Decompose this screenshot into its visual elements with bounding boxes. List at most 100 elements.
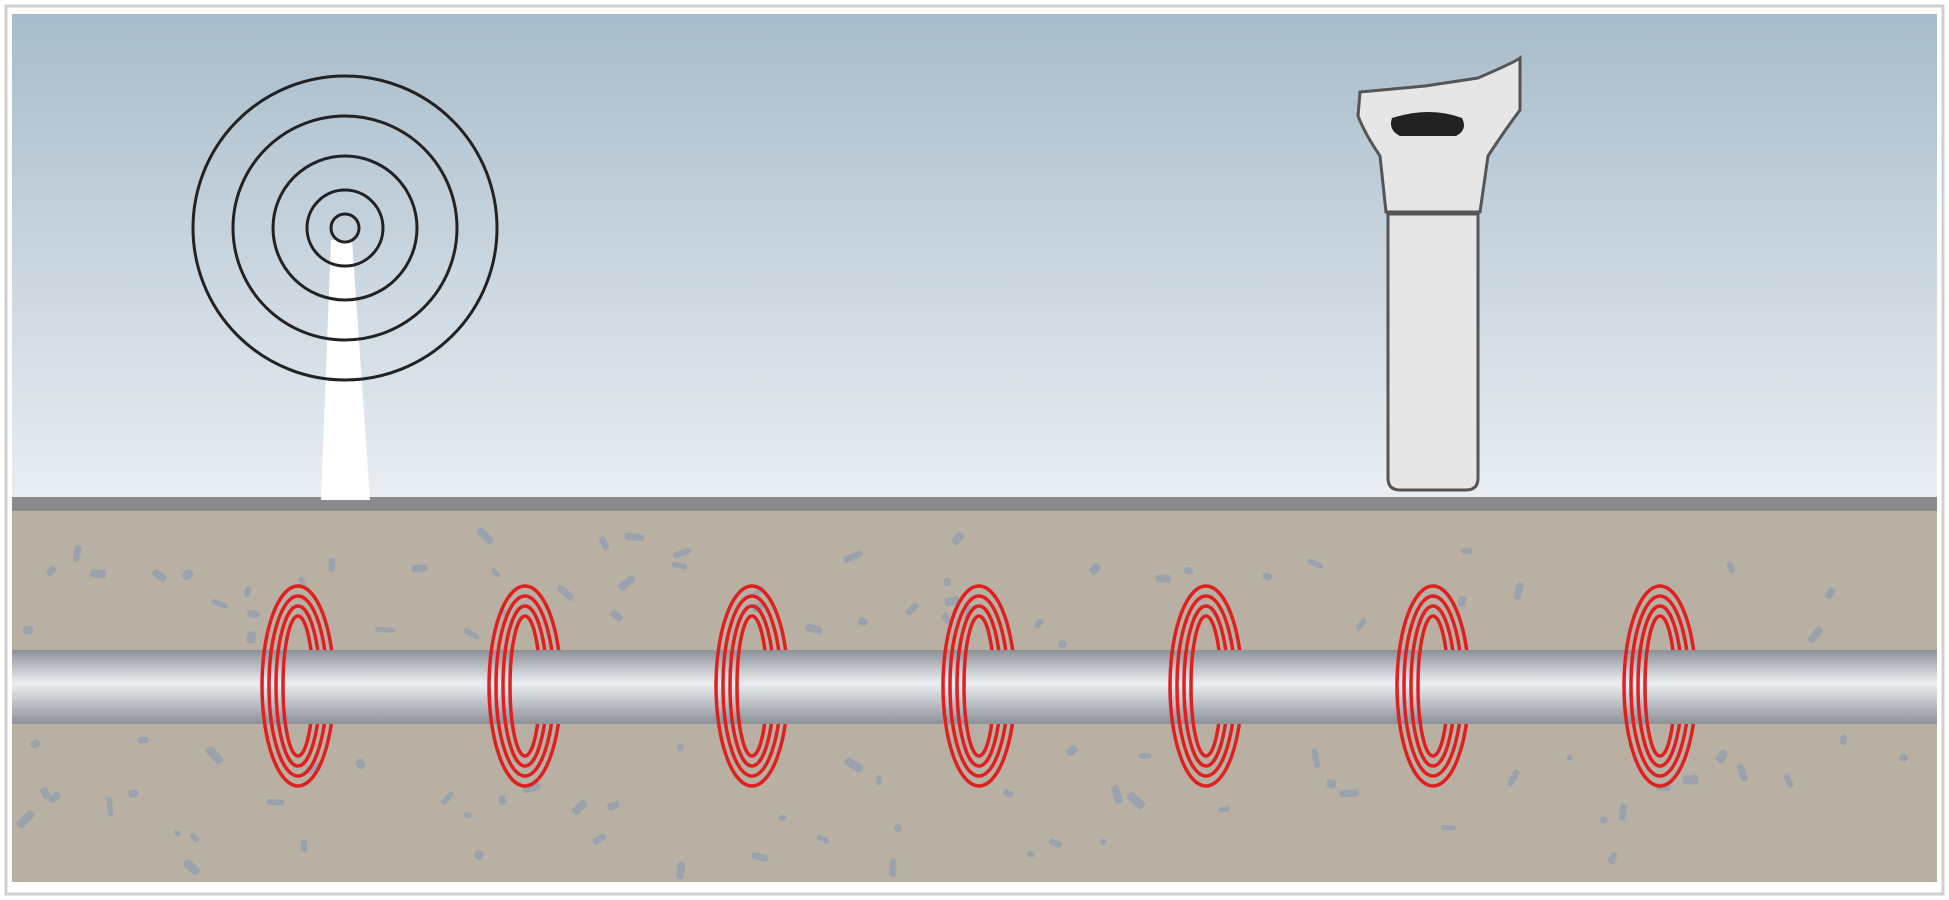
soil-speck	[1066, 745, 1078, 757]
radio-wave-ring	[231, 114, 459, 342]
soil-speck	[944, 596, 960, 607]
soil-speck	[246, 631, 257, 644]
transmitter-beam	[321, 240, 370, 500]
magnetic-field-ring-icon	[1629, 594, 1661, 778]
soil-speck	[858, 617, 868, 627]
soil-speck	[1599, 816, 1608, 824]
soil-speck	[1736, 764, 1748, 782]
soil-speck	[1783, 773, 1794, 788]
soil-speck	[1618, 803, 1628, 821]
soil-speck	[16, 810, 35, 829]
soil-speck	[328, 557, 336, 572]
soil-speck	[1825, 587, 1836, 600]
magnetic-field-ring-icon	[735, 614, 753, 758]
soil-speck	[1311, 748, 1321, 768]
magnetic-field-ring-icon	[1636, 604, 1661, 768]
soil-speck	[355, 758, 366, 770]
soil-speck	[1100, 838, 1107, 846]
soil-speck	[211, 599, 228, 609]
soil-speck	[266, 798, 285, 806]
soil-speck	[1355, 618, 1367, 631]
radio-wave-core	[329, 212, 361, 244]
radio-waves-icon	[191, 74, 499, 382]
field-rings-front	[260, 584, 1661, 788]
soil-speck	[1716, 749, 1728, 764]
soil-specks	[16, 527, 1908, 880]
soil-speck	[876, 775, 882, 786]
soil-speck	[1339, 789, 1359, 798]
soil-speck	[1808, 626, 1823, 644]
soil-speck	[72, 545, 82, 562]
soil-speck	[1027, 851, 1035, 858]
magnetic-field-ring-icon	[260, 584, 299, 788]
soil-speck	[1218, 806, 1231, 812]
ground-surface-line	[12, 497, 1937, 511]
soil-speck	[474, 850, 484, 860]
soil-speck	[491, 568, 500, 578]
soil-speck	[671, 561, 688, 570]
soil-speck	[1002, 789, 1014, 798]
soil-speck	[1682, 775, 1699, 785]
soil-speck	[1111, 785, 1123, 804]
magnetic-field-ring-icon	[721, 594, 753, 778]
soil-speck	[1183, 566, 1194, 575]
soil-speck	[1089, 563, 1101, 575]
magnetic-field-ring-icon	[508, 614, 526, 758]
soil-speck	[1034, 618, 1044, 629]
soil-speck	[411, 564, 428, 573]
magnetic-field-ring-icon	[1402, 594, 1434, 778]
soil-speck	[1048, 838, 1062, 848]
soil-speck	[46, 565, 57, 576]
magnetic-field-ring-icon	[955, 604, 980, 768]
soil-speck	[1138, 753, 1152, 759]
soil-speck	[844, 757, 864, 773]
soil-speck	[1507, 769, 1520, 787]
soil-speck	[676, 743, 684, 751]
soil-speck	[181, 568, 194, 581]
soil-speck	[48, 791, 61, 804]
soil-speck	[905, 602, 919, 616]
receiver-shaft	[1386, 210, 1480, 492]
soil-speck	[40, 786, 51, 800]
soil-speck	[498, 795, 507, 805]
soil-speck	[463, 812, 472, 819]
magnetic-field-ring-icon	[714, 584, 753, 788]
locator-receiver-icon	[1356, 54, 1522, 492]
soil-speck	[557, 585, 575, 601]
soil-speck	[1057, 640, 1067, 649]
soil-speck	[894, 824, 902, 833]
soil-speck	[941, 612, 951, 624]
soil-speck	[592, 833, 607, 845]
magnetic-field-ring-icon	[1168, 584, 1207, 788]
magnetic-field-ring-icon	[494, 594, 526, 778]
soil-speck	[89, 569, 107, 579]
soil-speck	[676, 861, 686, 880]
magnetic-field-ring-icon	[1175, 594, 1207, 778]
magnetic-field-ring-icon	[941, 584, 980, 788]
soil-speck	[1127, 792, 1146, 810]
radio-wave-ring	[305, 188, 385, 268]
magnetic-field-ring-icon	[1416, 614, 1434, 758]
soil-speck	[889, 858, 897, 878]
sky-area	[12, 14, 1937, 500]
soil-speck	[1460, 548, 1473, 555]
soil-speck	[843, 550, 863, 563]
magnetic-field-ring-icon	[1182, 604, 1207, 768]
soil-speck	[1307, 558, 1323, 569]
soil-speck	[205, 745, 224, 765]
soil-speck	[1726, 562, 1735, 574]
soil-speck	[243, 585, 252, 598]
radio-wave-ring	[191, 74, 499, 382]
soil-speck	[1440, 824, 1456, 831]
magnetic-field-ring-icon	[1189, 614, 1207, 758]
buried-pipe-icon	[12, 650, 1937, 724]
soil-speck	[951, 531, 964, 546]
soil-speck	[1566, 754, 1573, 761]
magnetic-field-ring-icon	[948, 594, 980, 778]
soil-speck	[1839, 734, 1848, 746]
magnetic-field-ring-icon	[1395, 584, 1434, 788]
soil-speck	[1457, 596, 1467, 608]
soil-speck	[33, 739, 41, 747]
soil-speck	[22, 625, 34, 635]
